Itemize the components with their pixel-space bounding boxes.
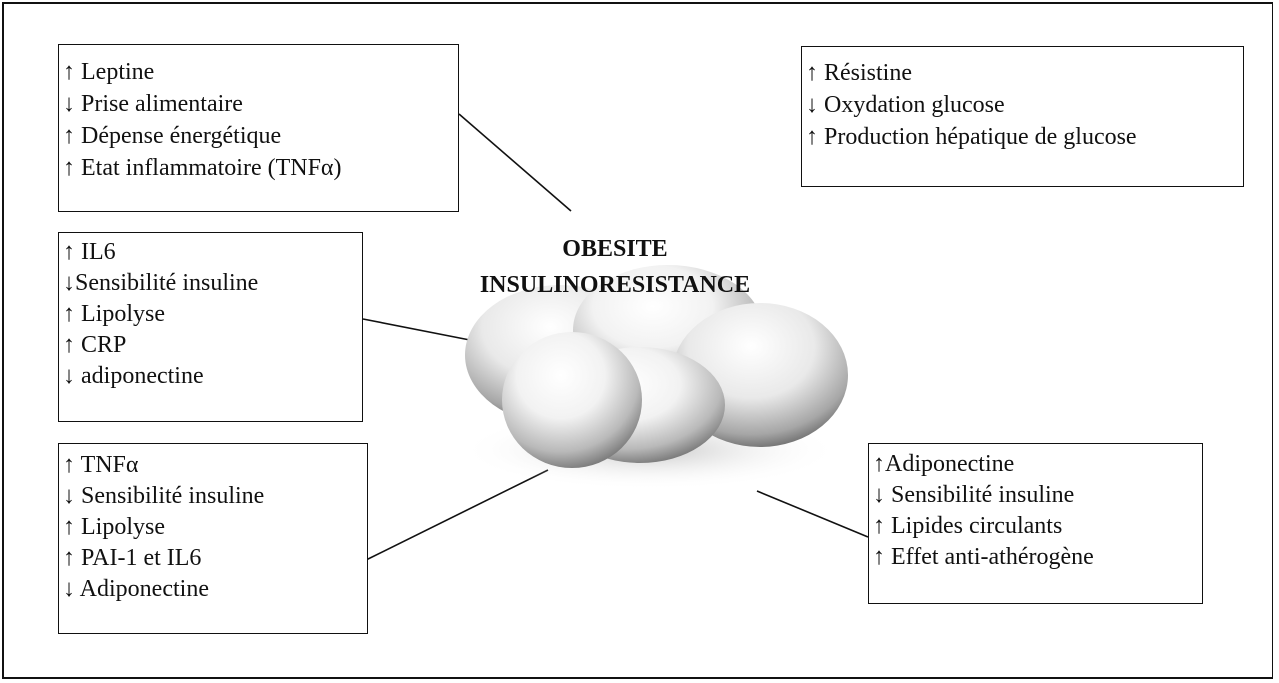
connector-tnfa [365,469,549,561]
box-line: ↓ Oxydation glucose [806,92,1005,118]
box-il6: ↑ IL6 ↓Sensibilité insuline ↑ Lipolyse ↑… [58,232,363,422]
box-line: ↑ Effet anti-athérogène [873,544,1094,570]
box-line: ↑ CRP [63,332,127,358]
box-leptine: ↑ Leptine ↓ Prise alimentaire ↑ Dépense … [58,44,459,212]
box-line: ↑ Lipides circulants [873,513,1063,539]
box-line: ↑ PAI-1 et IL6 [63,545,202,571]
cell-front-left [502,332,642,468]
box-line: ↑ Leptine [63,59,155,85]
box-resistine: ↑ Résistine ↓ Oxydation glucose ↑ Produc… [801,46,1244,187]
title-line-2: INSULINORESISTANCE [479,272,751,298]
box-line: ↑ TNFα [63,452,139,478]
box-line: ↑ Etat inflammatoire (TNFα) [63,155,342,181]
diagram-title: OBESITE INSULINORESISTANCE [420,231,810,303]
box-line: ↓ Prise alimentaire [63,91,243,117]
box-line: ↓ adiponectine [63,363,204,389]
box-line: ↑ Production hépatique de glucose [806,124,1137,150]
box-line: ↑ IL6 [63,239,116,265]
box-line: ↑ Lipolyse [63,301,165,327]
box-line: ↑Adiponectine [873,451,1015,477]
connector-adipo [756,490,869,538]
box-line: ↓ Sensibilité insuline [873,482,1075,508]
box-tnfa: ↑ TNFα ↓ Sensibilité insuline ↑ Lipolyse… [58,443,368,634]
box-line: ↑ Résistine [806,60,912,86]
box-line: ↓Sensibilité insuline [63,270,259,296]
connector-leptine [458,113,572,212]
title-line-1: OBESITE [562,236,668,262]
box-line: ↓ Adiponectine [63,576,209,602]
box-line: ↑ Dépense énergétique [63,123,282,149]
box-line: ↓ Sensibilité insuline [63,483,265,509]
connector-il6 [362,318,481,343]
box-adiponectine: ↑Adiponectine ↓ Sensibilité insuline ↑ L… [868,443,1203,604]
box-line: ↑ Lipolyse [63,514,165,540]
